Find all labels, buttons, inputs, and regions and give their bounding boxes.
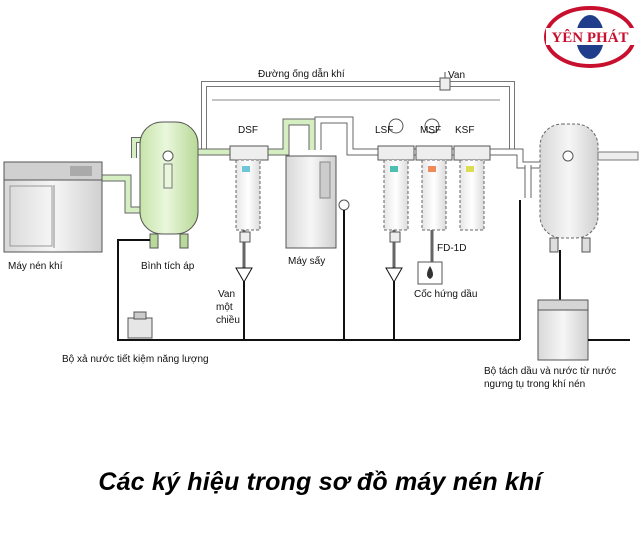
filter-dsf [229, 145, 269, 268]
label-lsf: LSF [375, 125, 393, 136]
oil-water-separator [537, 299, 630, 361]
filter-msf [415, 118, 453, 262]
label-compressor: Máy nén khí [8, 261, 63, 272]
label-ksf: KSF [455, 125, 474, 136]
filter-lsf [377, 118, 415, 268]
check-valve-2 [385, 267, 403, 284]
air-tank [139, 121, 199, 249]
valve-top [439, 72, 451, 91]
check-valve-1 [235, 267, 253, 284]
logo-text: YÊN PHÁT [551, 29, 628, 46]
label-tank: Bình tích áp [141, 261, 195, 272]
label-msf: MSF [420, 125, 441, 136]
label-oil-cup: Cốc hứng dầu [414, 288, 477, 300]
main-pipeline [201, 81, 515, 150]
dryer [285, 155, 350, 340]
drain-saver [127, 311, 153, 339]
receiver-tank [539, 123, 639, 253]
diagram-caption: Các ký hiệu trong sơ đồ máy nén khí [98, 468, 542, 496]
filter-ksf [453, 145, 491, 231]
label-dryer: Máy sấy [288, 255, 325, 267]
label-fd: FD-1D [437, 243, 466, 254]
label-pipeline: Đường ống dẫn khí [258, 67, 345, 80]
label-valve: Van [448, 70, 465, 81]
oil-cup [417, 261, 443, 285]
label-drain-saver: Bộ xả nước tiết kiệm năng lượng [62, 353, 209, 365]
compressor [3, 161, 103, 253]
brand-logo: YÊN PHÁT [544, 6, 636, 68]
label-dsf: DSF [238, 125, 258, 136]
